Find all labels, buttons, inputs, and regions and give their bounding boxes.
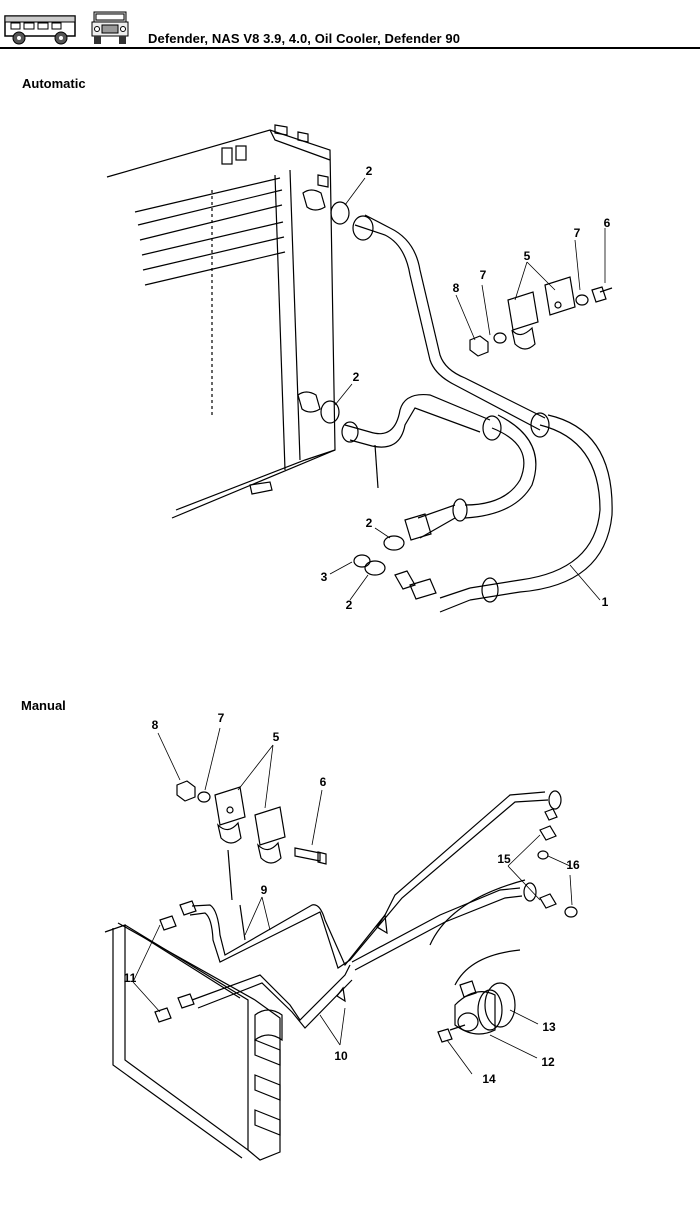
- callout-automatic-seal: 3: [320, 570, 328, 584]
- fasteners-manual: [176, 780, 578, 918]
- vehicle-side-view-icon: [4, 15, 76, 45]
- vehicle-front-view-icon: [91, 11, 129, 44]
- clamp-bracket-automatic: [507, 276, 576, 350]
- callout-manual-radiator-adaptor: 11: [123, 971, 137, 985]
- section-label-automatic: Automatic: [22, 76, 86, 91]
- callout-manual-filter-housing: 13: [542, 1020, 556, 1034]
- radiator-automatic: [106, 124, 336, 519]
- clamp-bracket-manual: [214, 786, 286, 864]
- callout-manual-clamp: 5: [272, 730, 280, 744]
- callout-manual-adaptor-block: 12: [541, 1055, 555, 1069]
- callout-automatic-nut: 8: [452, 281, 460, 295]
- fasteners-automatic: [469, 286, 613, 357]
- o-rings-automatic: [353, 535, 437, 600]
- callout-leaders-manual: [132, 727, 573, 1075]
- oil-filter-adaptor: [437, 980, 516, 1043]
- cooler-pipe-upper: [352, 214, 613, 613]
- callout-manual-pipe-return: 10: [334, 1049, 348, 1063]
- callout-automatic-o-ring-bottom: 2: [345, 598, 353, 612]
- callout-automatic-clamp: 5: [523, 249, 531, 263]
- callout-automatic-washer-left: 7: [479, 268, 487, 282]
- section-label-manual: Manual: [21, 698, 66, 713]
- cooler-pipe-lower: [341, 393, 537, 541]
- callout-leaders-automatic: [329, 177, 606, 601]
- callout-automatic-washer-right: 7: [573, 226, 581, 240]
- callout-manual-adaptor-fitting: 15: [497, 852, 511, 866]
- radiator-fittings-automatic: [297, 174, 350, 424]
- cooler-pipes-manual: [189, 790, 562, 1029]
- callout-manual-adaptor-bolt: 14: [482, 1072, 496, 1086]
- callout-manual-bolt: 6: [319, 775, 327, 789]
- callout-automatic-bolt: 6: [603, 216, 611, 230]
- callout-automatic-o-ring-lower: 2: [352, 370, 360, 384]
- callout-automatic-hose-assembly: 1: [601, 595, 609, 609]
- page-title: Defender, NAS V8 3.9, 4.0, Oil Cooler, D…: [148, 31, 461, 46]
- callout-automatic-o-ring-upper: 2: [365, 164, 373, 178]
- callout-manual-washer: 7: [217, 711, 225, 725]
- header-divider: [0, 47, 700, 49]
- callout-automatic-o-ring-hose: 2: [365, 516, 373, 530]
- callout-manual-pipe-feed: 9: [260, 883, 268, 897]
- callout-manual-sealing-washer: 16: [566, 858, 580, 872]
- radiator-fittings-manual: [154, 900, 197, 1023]
- radiator-manual: [104, 922, 283, 1161]
- automatic-oil-cooler-diagram: [106, 124, 613, 613]
- callout-manual-nut: 8: [151, 718, 159, 732]
- page-header: Defender, NAS V8 3.9, 4.0, Oil Cooler, D…: [0, 0, 700, 50]
